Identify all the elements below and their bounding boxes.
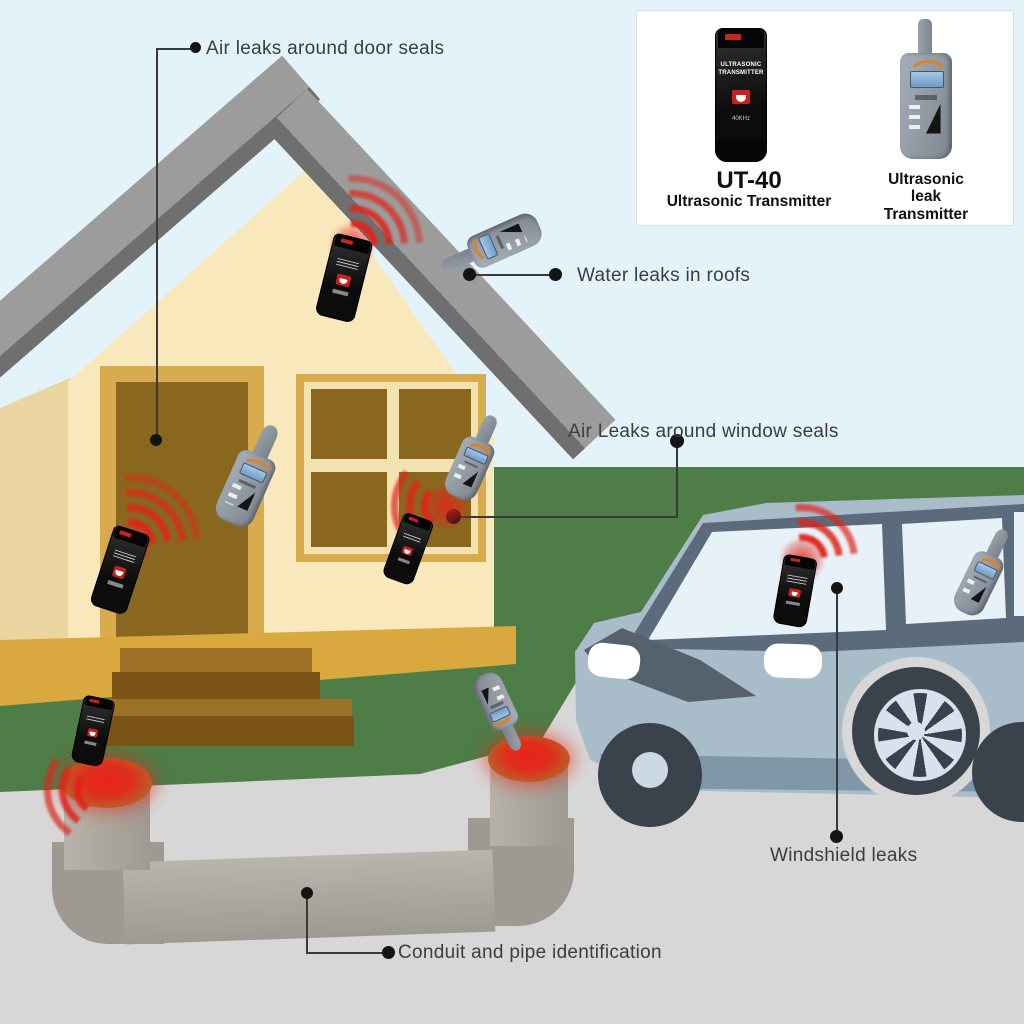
transmitter-product-image: ULTRASONIC TRANSMITTER 40KHz: [715, 28, 767, 162]
product-inset-panel: ULTRASONIC TRANSMITTER 40KHz UT-40 Ultra…: [636, 10, 1014, 226]
callout-dot-windshield-target: [831, 582, 843, 594]
callout-line-roof: [470, 274, 556, 276]
receiver-product-image: [900, 53, 952, 159]
callout-dot-pipe-text: [382, 946, 395, 959]
callout-line-pipe-vertical: [306, 894, 308, 954]
transmitter-model: UT-40: [716, 167, 782, 194]
window-pane-bl: [311, 472, 387, 547]
transmitter-body-label-line1: ULTRASONIC: [720, 62, 762, 68]
label-pipe: Conduit and pipe identification: [398, 942, 662, 963]
car-rear-hubcap: [907, 722, 925, 740]
receiver-caption: Ultrasonic leak Transmitter: [873, 171, 979, 223]
car-front-hub: [632, 752, 668, 788]
step-lower-top: [96, 699, 352, 718]
transmitter-frequency: 40KHz: [731, 116, 750, 122]
transmitter-body-label-line2: TRANSMITTER: [718, 69, 764, 76]
callout-dot-pipe-target: [301, 887, 313, 899]
car-rear-rim: [874, 689, 966, 781]
step-upper-front: [112, 672, 320, 702]
transmitter-grip: [717, 140, 765, 162]
receiver-caption-line2: leak: [910, 188, 942, 206]
label-roof-leaks: Water leaks in roofs: [577, 265, 751, 286]
transmitter-caption: Ultrasonic Transmitter: [666, 193, 832, 210]
receiver-caption-line3: Transmitter: [883, 205, 969, 223]
callout-line-window-horizontal: [452, 516, 678, 518]
car-headlight: [586, 641, 642, 681]
transmitter-body-label: ULTRASONIC TRANSMITTER: [715, 62, 767, 78]
step-lower-front: [92, 716, 354, 746]
pipe-cap-right-glow: [488, 736, 570, 782]
callout-line-windshield: [836, 588, 838, 834]
car-rear-window: [1014, 512, 1024, 616]
callout-line-window-vertical: [676, 442, 678, 518]
callout-dot-windshield-text: [830, 830, 843, 843]
callout-dot-roof-text: [549, 268, 562, 281]
window-pane-tl: [311, 389, 387, 459]
label-window-seals: Air Leaks around window seals: [568, 421, 839, 442]
pipe-cap-left-glow: [62, 758, 152, 808]
callout-line-pipe-horizontal: [306, 952, 388, 954]
callout-line-door-vertical: [156, 48, 158, 440]
receiver-product-probe: [918, 19, 932, 63]
label-windshield: Windshield leaks: [770, 845, 918, 866]
callout-dot-door-text: [190, 42, 201, 53]
callout-dot-door-target: [150, 434, 162, 446]
label-door-seals: Air leaks around door seals: [206, 38, 445, 59]
callout-dot-window-text: [670, 434, 684, 448]
step-upper-top: [120, 648, 312, 674]
car-drl-light: [763, 642, 823, 680]
callout-dot-roof-target: [463, 268, 476, 281]
receiver-caption-line1: Ultrasonic: [888, 171, 964, 188]
callout-line-door-horizontal: [156, 48, 196, 50]
